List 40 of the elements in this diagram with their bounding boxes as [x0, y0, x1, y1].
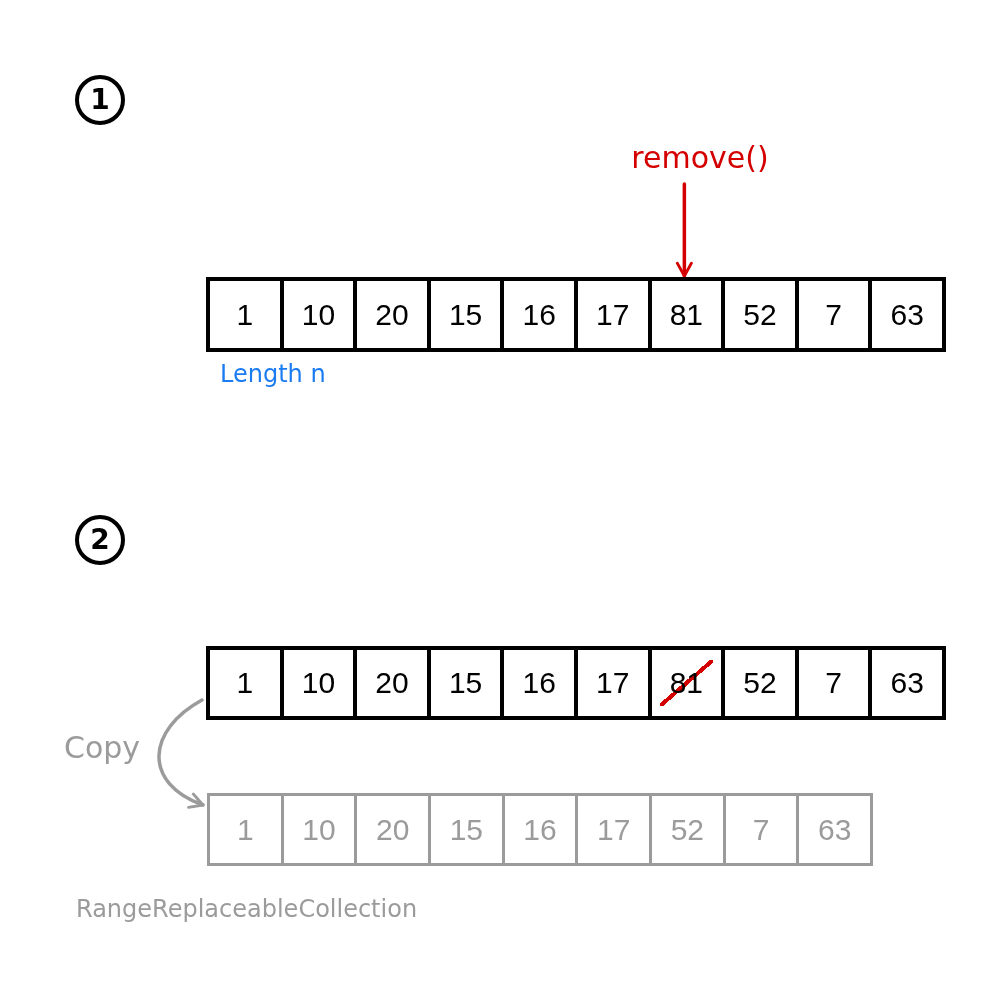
cell-value: 63	[890, 299, 924, 330]
cell-value: 20	[376, 814, 410, 845]
caption-text: RangeReplaceableCollection	[76, 895, 418, 923]
arrow	[157, 698, 205, 808]
cell-value: 63	[890, 668, 924, 698]
cell-value: 10	[301, 668, 336, 698]
cell-value: 15	[448, 299, 483, 330]
cell-value: 16	[522, 668, 556, 698]
cell-value: 17	[597, 814, 631, 845]
cell-value: 16	[523, 814, 557, 845]
cell-value: 20	[375, 668, 409, 698]
cell-value: 1	[237, 814, 254, 845]
step-number: 2	[90, 526, 110, 554]
cell-value: 52	[743, 299, 777, 330]
arrow	[675, 182, 693, 278]
cell-value: 52	[743, 668, 777, 698]
step-number: 1	[90, 86, 110, 114]
cell-value: 81	[669, 299, 704, 330]
cell-value: 63	[818, 814, 852, 845]
cell-value: 1	[236, 299, 254, 330]
method-label: remove()	[620, 136, 780, 178]
cell-value: 16	[522, 299, 556, 330]
cell-value: 10	[301, 299, 336, 330]
cell-value: 15	[449, 814, 484, 845]
cell-value: 7	[752, 814, 770, 845]
array-box	[206, 277, 946, 352]
step-circle	[75, 515, 125, 565]
cell-value: 1	[236, 668, 254, 698]
cell-value: 10	[302, 814, 336, 845]
cell-value: 20	[375, 299, 409, 330]
cell-value: 17	[596, 668, 630, 698]
array-box	[206, 646, 946, 720]
cell-value: 15	[448, 668, 483, 698]
array-box	[207, 793, 873, 866]
caption-text: Length n	[220, 360, 326, 388]
step-circle	[75, 75, 125, 125]
cell-value: 17	[596, 299, 630, 330]
cell-value: 7	[825, 668, 842, 698]
cell-value: 7	[825, 299, 842, 330]
cell-value: 52	[670, 814, 705, 845]
